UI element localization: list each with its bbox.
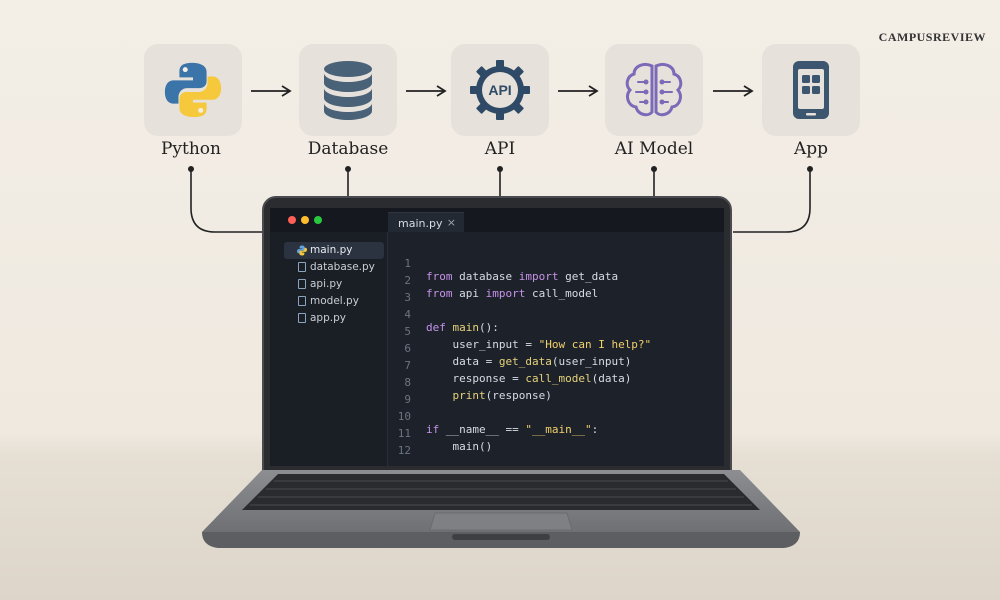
python-step-label: Python [160, 139, 221, 159]
code-line: 3 [389, 278, 724, 304]
api-gear-icon: API [470, 60, 530, 120]
file-item-model-py[interactable]: model.py [284, 293, 384, 310]
line-number: 6 [404, 342, 411, 355]
file-icon [298, 262, 306, 272]
code-line: 2 from api import call_model [389, 261, 724, 300]
ai-model-step-card [605, 44, 703, 136]
file-name: model.py [310, 295, 359, 307]
line-number: 10 [397, 410, 411, 423]
file-name: app.py [310, 312, 346, 324]
keyboard [242, 474, 760, 510]
line-number: 12 [397, 444, 411, 457]
file-item-main-py[interactable]: main.py [284, 242, 384, 259]
code-line: 5 user_input = "How can I help?" [389, 312, 724, 351]
line-number: 3 [404, 291, 411, 304]
code-line: 10 if __name__ == "__main__": [389, 397, 724, 436]
arrow-right-icon [713, 85, 754, 97]
file-item-app-py[interactable]: app.py [284, 310, 384, 327]
app-step-label: App [793, 139, 829, 159]
database-icon [324, 61, 372, 120]
arrow-right-icon [406, 85, 447, 97]
code-line: 1 from database import get_data [389, 244, 724, 283]
arrow-right-icon [558, 85, 599, 97]
close-window-button[interactable] [288, 216, 296, 224]
arrow-right-icon [251, 85, 292, 97]
ai-model-step-label: AI Model [614, 139, 694, 159]
api-step-card: API [451, 44, 549, 136]
line-number: 11 [397, 427, 411, 440]
line-number: 2 [404, 274, 411, 287]
line-number: 4 [404, 308, 411, 321]
code-line: 7 response = call_model(data) [389, 346, 724, 385]
trackpad [429, 512, 573, 531]
code-line: 4 def main(): [389, 295, 724, 334]
maximize-window-button[interactable] [314, 216, 322, 224]
line-number: 7 [404, 359, 411, 372]
line-number: 9 [404, 393, 411, 406]
code-editor[interactable]: 1 from database import get_data 2 from a… [389, 232, 724, 466]
line-number: 5 [404, 325, 411, 338]
python-step-card [144, 44, 242, 136]
python-logo-icon [164, 62, 222, 118]
file-icon [298, 279, 306, 289]
brain-icon [625, 62, 683, 117]
code-line: 8 print(response) [389, 363, 724, 402]
python-file-icon [297, 245, 307, 256]
file-name: api.py [310, 278, 343, 290]
code-line: 11 main() [389, 414, 724, 453]
line-number: 1 [404, 257, 411, 270]
file-explorer: main.py database.py api.py model.py app.… [270, 232, 388, 466]
file-item-api-py[interactable]: api.py [284, 276, 384, 293]
tab-main-py[interactable]: main.py × [388, 212, 464, 232]
file-icon [298, 313, 306, 323]
file-name: database.py [310, 261, 375, 273]
database-step-label: Database [307, 139, 389, 159]
database-step-card [299, 44, 397, 136]
brand-logo: CAMPUSREVIEW [878, 30, 986, 44]
file-icon [298, 296, 306, 306]
api-step-label: API [484, 139, 516, 159]
minimize-window-button[interactable] [301, 216, 309, 224]
app-step-card [762, 44, 860, 136]
code-line: 9 [389, 380, 724, 406]
tab-title: main.py [398, 217, 443, 230]
file-item-database-py[interactable]: database.py [284, 259, 384, 276]
api-icon-text: API [488, 82, 511, 98]
editor-titlebar: main.py × [270, 208, 724, 232]
tab-close-icon[interactable]: × [446, 216, 456, 229]
code-line: 12 [389, 431, 724, 457]
line-number: 8 [404, 376, 411, 389]
laptop-screen: main.py × main.py database.py api.py mod… [270, 208, 724, 466]
laptop-base [202, 470, 800, 548]
code-line: 6 data = get_data(user_input) [389, 329, 724, 368]
mobile-app-icon [793, 61, 829, 119]
file-name: main.py [310, 244, 353, 256]
